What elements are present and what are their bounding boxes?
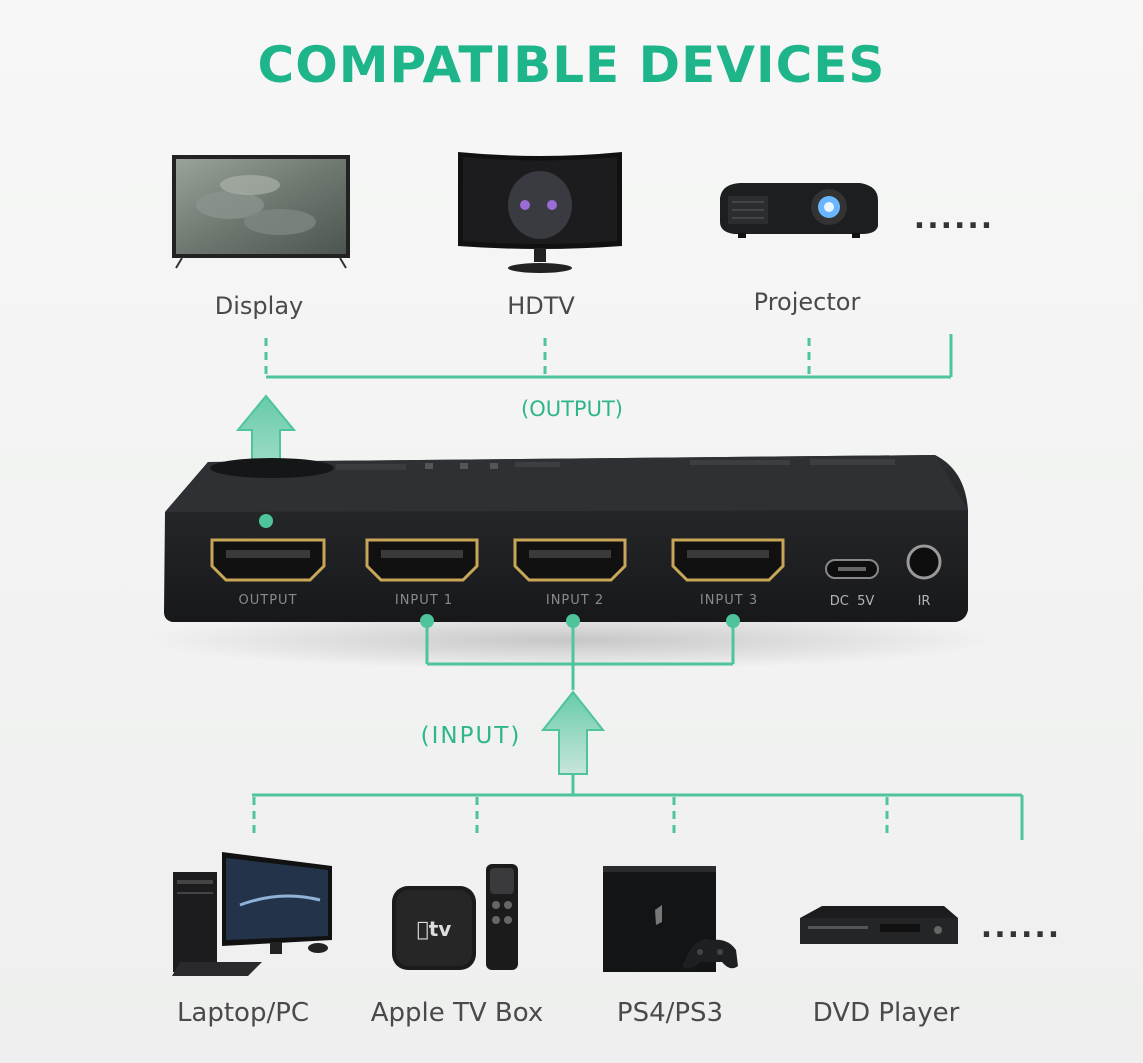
ir-label: IR [918,594,931,609]
input-device-label: Laptop/PC [177,998,309,1028]
output-device-label: HDTV [507,292,575,320]
dc-port-icon [825,559,879,579]
apple-tv-icon: tv [392,864,518,970]
input-label: (INPUT) [421,723,522,749]
port-label: INPUT 1 [395,593,453,608]
page-title: COMPATIBLE DEVICES [257,36,886,94]
port-label: OUTPUT [239,593,298,608]
output-device-label: Projector [754,288,861,316]
hdtv-icon [458,152,622,273]
more-devices-ellipsis: ...... [981,910,1061,945]
port-label: INPUT 3 [700,593,758,608]
output-label: (OUTPUT) [521,397,623,421]
input-device-label: DVD Player [813,998,960,1028]
projector-icon [720,183,878,238]
dc-label: DC 5V [830,594,875,609]
port-label: INPUT 2 [546,593,604,608]
input-device-label: PS4/PS3 [617,998,723,1028]
display-icon [172,155,350,269]
dvd-player-icon [800,906,958,944]
svg-text:tv: tv [417,917,452,941]
input-device-label: Apple TV Box [371,998,544,1028]
input-device-connector-lines [252,774,1024,840]
input-2-dot [566,614,580,628]
more-devices-ellipsis: ...... [914,201,994,236]
pc-icon [172,852,332,976]
output-port-icon [210,538,326,582]
output-connector-lines [264,334,953,379]
input-1-dot [420,614,434,628]
input-1-port-icon [365,538,479,582]
input-2-port-icon [513,538,627,582]
output-port-dot [259,514,273,528]
input-3-dot [726,614,740,628]
output-device-label: Display [215,292,303,320]
input-3-port-icon [671,538,785,582]
ir-port-icon [906,544,942,580]
playstation-icon [603,866,738,972]
input-arrow-icon [540,690,606,775]
